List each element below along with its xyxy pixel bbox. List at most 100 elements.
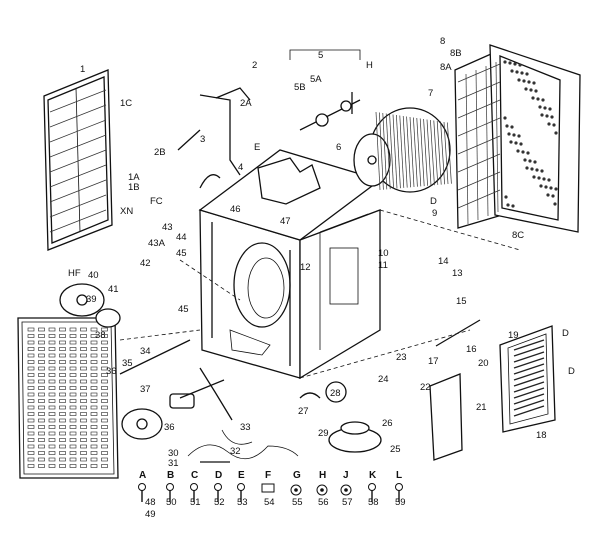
hw-letter-c: C: [191, 470, 198, 481]
hw-letter-h: H: [319, 470, 326, 481]
hardware-icons: [138, 483, 403, 502]
hw-letter-d: D: [215, 470, 222, 481]
hw-part-icon: [166, 483, 174, 502]
label-14: 14: [438, 256, 449, 267]
label-1b: 1B: [128, 182, 140, 193]
hw-part-icon: [214, 483, 222, 502]
label-8: 8: [440, 36, 445, 47]
hw-letter-k: K: [369, 470, 377, 481]
label-35: 35: [122, 358, 133, 369]
label-h: H: [366, 60, 373, 71]
label-7: 7: [428, 88, 433, 99]
hw-letter-j: J: [343, 470, 349, 481]
label-19: 19: [508, 330, 519, 341]
label-d-right: D: [562, 328, 569, 339]
hw-part-icon: [368, 483, 376, 502]
blower-wheel: [353, 107, 452, 193]
label-13: 13: [452, 268, 463, 279]
label-47: 47: [280, 216, 291, 227]
label-1a: 1A: [128, 172, 140, 183]
label-20: 20: [478, 358, 489, 369]
label-36: 36: [106, 366, 117, 377]
label-45b: 45: [178, 304, 189, 315]
label-43a: 43A: [148, 238, 166, 249]
back-pad-assembly: [454, 44, 581, 233]
left-side-panel: [43, 69, 113, 251]
hw-part-icon: [237, 483, 245, 502]
label-29: 29: [318, 428, 329, 439]
label-32: 32: [230, 446, 241, 457]
label-8a: 8A: [440, 62, 452, 73]
motor-parts: [59, 283, 382, 453]
hw-number-53: 53: [237, 497, 248, 508]
label-31: 31: [168, 458, 179, 469]
label-5b: 5B: [294, 82, 306, 93]
label-18: 18: [536, 430, 547, 441]
label-2a: 2A: [240, 98, 252, 109]
hw-part-icon: [190, 483, 198, 502]
hw-number-48: 48: [145, 497, 156, 508]
label-11: 11: [378, 260, 388, 271]
hw-part-icon: [316, 484, 328, 496]
label-6: 6: [336, 142, 341, 153]
hw-number-49: 49: [145, 509, 156, 520]
label-9: 9: [432, 208, 437, 219]
hw-number-57: 57: [342, 497, 353, 508]
label-3: 3: [200, 134, 205, 145]
label-26: 26: [382, 418, 393, 429]
label-28: 28: [330, 388, 341, 399]
hw-number-55: 55: [292, 497, 303, 508]
label-41: 41: [108, 284, 119, 295]
label-36b: 36: [164, 422, 175, 433]
hw-number-50: 50: [166, 497, 177, 508]
hw-number-59: 59: [395, 497, 406, 508]
label-1c: 1C: [120, 98, 132, 109]
hw-number-51: 51: [190, 497, 201, 508]
hw-letter-e: E: [238, 470, 245, 481]
hw-number-54: 54: [264, 497, 275, 508]
hw-number-56: 56: [318, 497, 329, 508]
label-33: 33: [240, 422, 251, 433]
hw-part-icon: [261, 483, 275, 493]
label-5a: 5A: [310, 74, 322, 85]
label-12: 12: [300, 262, 311, 273]
label-2b: 2B: [154, 147, 166, 158]
label-e: E: [254, 142, 260, 153]
label-d: D: [430, 196, 437, 207]
label-46: 46: [230, 204, 241, 215]
label-42: 42: [140, 258, 151, 269]
hw-part-icon: [290, 484, 302, 496]
label-4: 4: [238, 162, 243, 173]
label-fc: FC: [150, 196, 163, 207]
front-grille: [17, 317, 119, 479]
label-hf: HF: [68, 268, 81, 279]
right-grille: [499, 325, 556, 433]
label-16: 16: [466, 344, 477, 355]
hw-part-icon: [340, 484, 352, 496]
hw-part-icon: [395, 483, 403, 502]
label-27: 27: [298, 406, 309, 417]
label-1: 1: [80, 64, 85, 75]
side-strip: [429, 373, 463, 461]
wiring-and-hoses: [119, 87, 481, 463]
part-labels: 1 1C 1A 1B FC XN HF 43 43A 42 40 39 41 3…: [68, 36, 575, 469]
label-44: 44: [176, 232, 187, 243]
label-2: 2: [252, 60, 257, 71]
cabinet: [198, 149, 521, 380]
label-17: 17: [428, 356, 439, 367]
label-d-right2: D: [568, 366, 575, 377]
hw-letter-b: B: [167, 470, 174, 481]
label-34: 34: [140, 346, 151, 357]
label-15: 15: [456, 296, 467, 307]
shaft-assembly: [289, 49, 361, 131]
label-8b: 8B: [450, 48, 462, 59]
label-xn: XN: [120, 206, 133, 217]
hw-number-58: 58: [368, 497, 379, 508]
label-21: 21: [476, 402, 487, 413]
label-5: 5: [318, 50, 323, 61]
label-10: 10: [378, 248, 389, 259]
label-25: 25: [390, 444, 401, 455]
label-23: 23: [396, 352, 407, 363]
